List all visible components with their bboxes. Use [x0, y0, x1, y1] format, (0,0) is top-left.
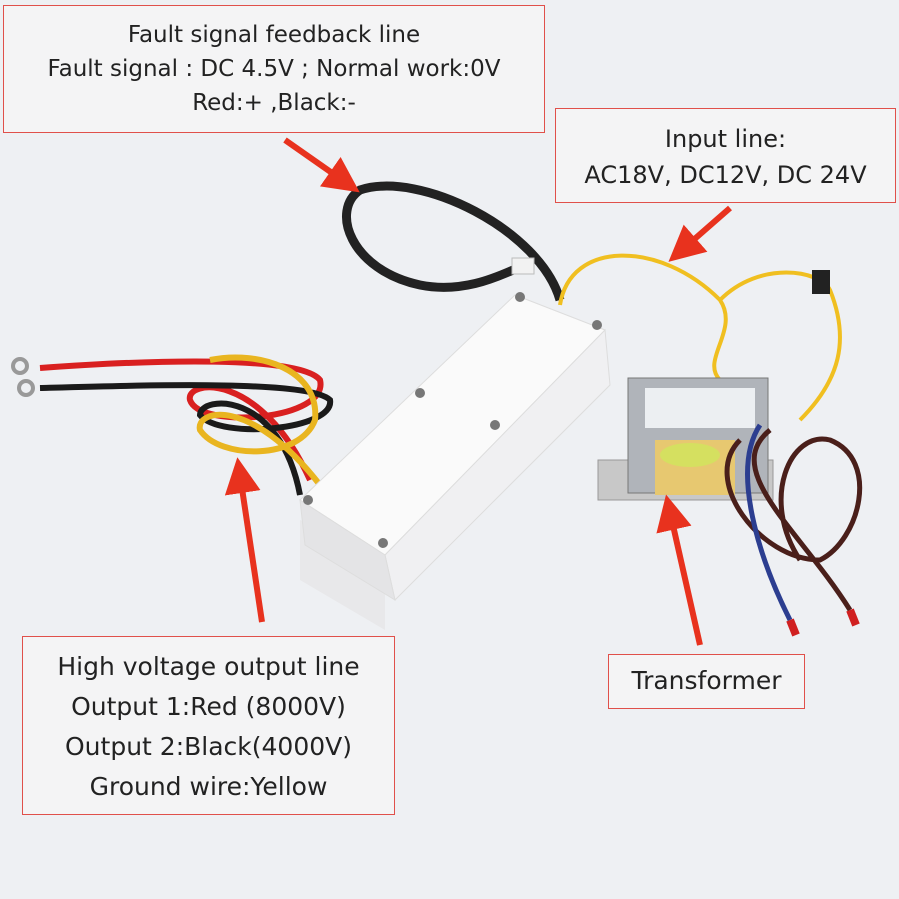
arrow-input: [668, 205, 732, 262]
transformer: [597, 377, 774, 501]
hv-output-wires: [39, 354, 333, 496]
input-line-label: Input line: AC18V, DC12V, DC 24V: [555, 108, 896, 203]
label-line: Red:+ ,Black:-: [192, 90, 356, 116]
spade-terminals: [786, 608, 860, 637]
label-line: Transformer: [631, 666, 782, 695]
hv-module-box: [299, 292, 611, 630]
input-connector: [812, 270, 830, 294]
fault-signal-cable: [342, 181, 565, 302]
label-line: Input line:: [664, 125, 787, 153]
label-line: Ground wire:Yellow: [89, 772, 328, 801]
fault-connector: [511, 257, 535, 275]
label-line: AC18V, DC12V, DC 24V: [584, 161, 867, 189]
transformer-label: Transformer: [608, 654, 805, 709]
label-line: Output 2:Black(4000V): [65, 732, 352, 761]
fault-signal-label: Fault signal feedback line Fault signal …: [3, 5, 545, 133]
ring-terminal-red: [11, 357, 29, 375]
arrow-output: [224, 457, 265, 623]
label-line: Output 1:Red (8000V): [71, 692, 346, 721]
label-line: Fault signal : DC 4.5V ; Normal work:0V: [47, 56, 501, 82]
ring-terminal-black: [17, 379, 35, 397]
hv-output-label: High voltage output line Output 1:Red (8…: [22, 636, 395, 815]
arrow-fault: [283, 137, 360, 193]
label-line: Fault signal feedback line: [127, 22, 421, 48]
arrow-transformer: [656, 494, 703, 646]
label-line: High voltage output line: [57, 652, 360, 681]
transformer-output-wires: [724, 428, 863, 612]
input-wires: [558, 253, 842, 422]
